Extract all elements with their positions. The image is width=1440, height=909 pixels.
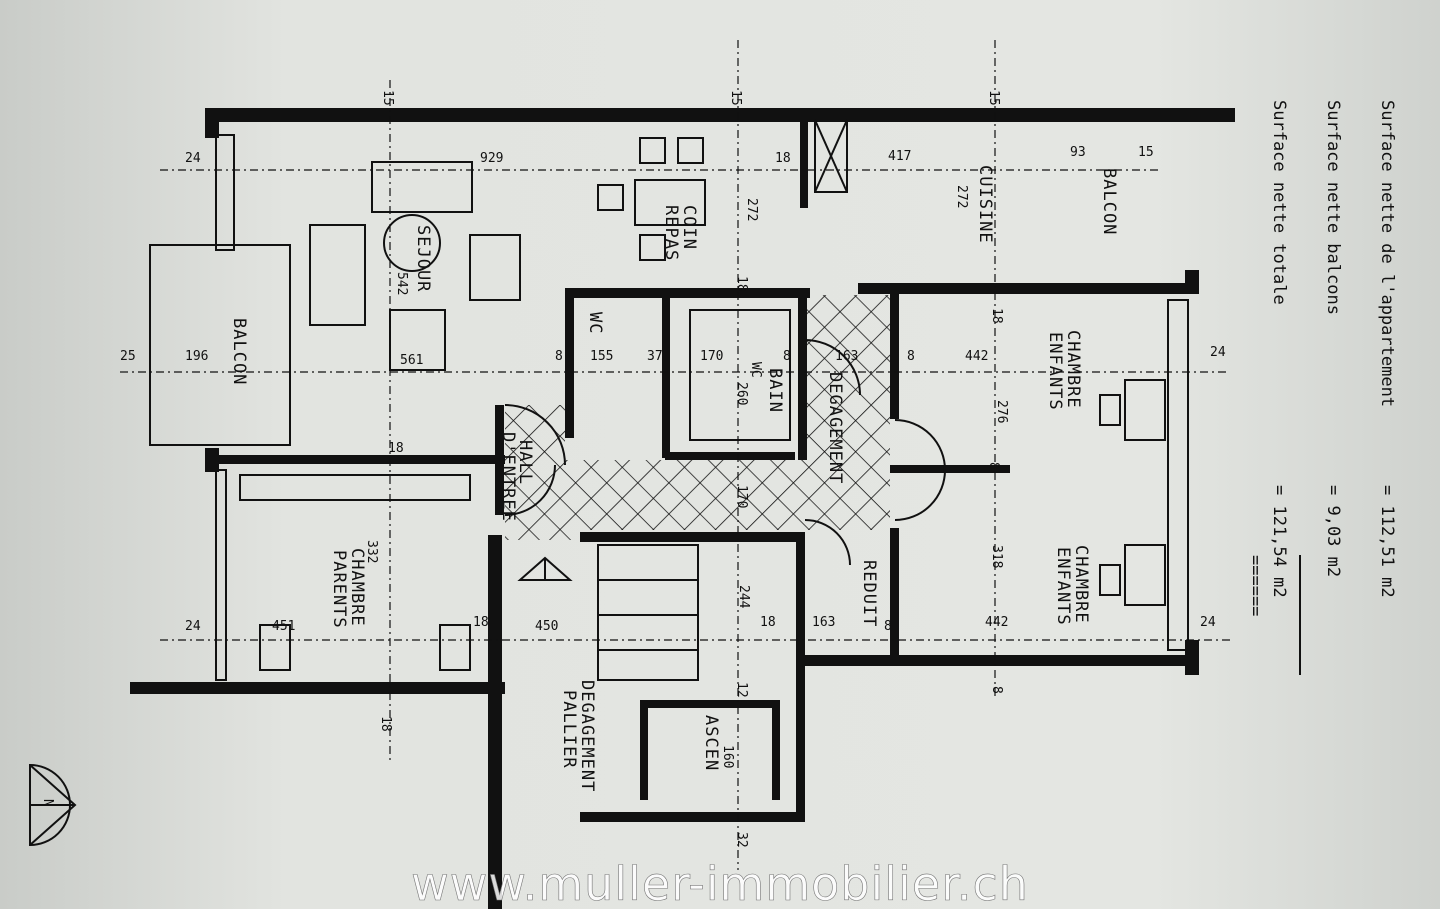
dimension-label: 8 xyxy=(555,349,563,364)
dimension-label: 18 xyxy=(989,308,1004,324)
hatched-floor xyxy=(505,295,890,540)
dimension-label: 417 xyxy=(888,149,911,164)
dimension-label: 163 xyxy=(812,615,835,630)
room-coin-repas-2: REPAS xyxy=(661,205,681,261)
room-wc: WC xyxy=(585,312,605,334)
dimension-label: 163 xyxy=(835,349,858,364)
room-chambre-enfants-2b: ENFANTS xyxy=(1053,547,1073,626)
dimension-label: 451 xyxy=(272,619,295,634)
entrance-arrow-icon xyxy=(517,556,573,581)
room-labels: SEJOUR 542 BALCON CHAMBRE PARENTS HALL D… xyxy=(229,165,1119,792)
dimension-label: 18 xyxy=(775,151,791,166)
dimension-label: 24 xyxy=(185,619,201,634)
dimension-label: 155 xyxy=(590,349,613,364)
dimension-label: 196 xyxy=(185,349,208,364)
summary-line3-value: = 121,54 m2 xyxy=(1269,485,1289,598)
dimension-label: 18 xyxy=(378,716,393,732)
dimension-label: 15 xyxy=(986,90,1001,106)
dimension-label: 18 xyxy=(734,276,749,292)
dimension-label: 8 xyxy=(989,686,1004,694)
dimension-label: 450 xyxy=(535,619,558,634)
dimension-label: 25 xyxy=(120,349,136,364)
dimension-label: 18 xyxy=(388,441,404,456)
summary-line2-label: Surface nette balcons xyxy=(1323,100,1343,315)
room-chambre-enfants-2: CHAMBRE xyxy=(1071,545,1091,624)
room-hall-2: D'ENTREE xyxy=(498,432,518,522)
dimension-label: 272 xyxy=(744,198,759,221)
summary-line3-label: Surface nette totale xyxy=(1269,100,1289,305)
dimension-label: 32 xyxy=(734,832,749,848)
summary-line1-label: Surface nette de l'appartement xyxy=(1377,100,1397,407)
dimension-label: 24 xyxy=(185,151,201,166)
room-sejour: SEJOUR xyxy=(413,225,433,292)
dimension-label: 442 xyxy=(985,615,1008,630)
room-cuisine: CUISINE xyxy=(975,165,995,244)
dimension-label: 12 xyxy=(734,682,749,698)
dimension-label: 15 xyxy=(728,90,743,106)
room-reduit: REDUIT xyxy=(859,560,879,627)
dimension-label: 24 xyxy=(1210,345,1226,360)
dimension-label: 93 xyxy=(1070,145,1086,160)
dimension-label: 318 xyxy=(989,545,1004,568)
dimension-label: 276 xyxy=(994,400,1009,423)
room-coin-repas: COIN xyxy=(679,205,699,250)
room-hall: HALL xyxy=(515,440,535,485)
room-chambre-enfants-1: CHAMBRE xyxy=(1063,330,1083,409)
walls xyxy=(130,108,1235,909)
summary-line1-value: = 112,51 m2 xyxy=(1377,485,1397,598)
dimension-label: 18 xyxy=(473,615,489,630)
room-sejour-area: 542 xyxy=(394,272,409,295)
dimension-label: 170 xyxy=(700,349,723,364)
dimension-label: 15 xyxy=(380,90,395,106)
dimension-label: 37 xyxy=(647,349,663,364)
dimension-label: 15 xyxy=(1138,145,1154,160)
axis-lines xyxy=(120,40,1230,870)
dimension-label: 8 xyxy=(783,349,791,364)
dimension-label: 8 xyxy=(884,619,892,634)
dimension-label: 244 xyxy=(736,585,751,609)
summary-line2-value: = 9,03 m2 xyxy=(1323,485,1343,577)
room-degagement: DEGAGEMENT xyxy=(825,372,845,484)
room-balcon-right: BALCON xyxy=(1099,168,1119,235)
summary-underline: ====== xyxy=(1245,555,1265,616)
room-degagement-pallier-2: PALLIER xyxy=(559,690,579,769)
dimension-label: 442 xyxy=(965,349,988,364)
surface-summary: Surface nette de l'appartement = 112,51 … xyxy=(1245,100,1397,675)
dimension-label: 332 xyxy=(364,540,379,563)
dimension-label: 272 xyxy=(954,185,969,208)
watermark: www.muller-immobilier.ch xyxy=(411,857,1029,909)
dimension-label: 18 xyxy=(760,615,776,630)
dimension-label: 561 xyxy=(400,353,423,368)
room-chambre-parents-2: PARENTS xyxy=(329,550,349,629)
compass-label: N xyxy=(40,799,55,807)
dimension-label: 8 xyxy=(907,349,915,364)
dimension-labels: 15 15 15 24 929 18 417 93 15 272 272 18 18 25 196 561 8 1… xyxy=(120,90,1226,848)
room-ascen: ASCEN xyxy=(701,715,721,771)
room-balcon-left: BALCON xyxy=(229,318,249,385)
north-arrow-icon: N xyxy=(29,763,77,847)
room-bain: BAIN xyxy=(765,368,785,413)
room-chambre-enfants-1b: ENFANTS xyxy=(1045,332,1065,411)
room-degagement-pallier: DEGAGEMENT xyxy=(577,680,597,792)
room-wc2-dim: 260 xyxy=(734,382,749,405)
room-chambre-parents: CHAMBRE xyxy=(347,548,367,627)
dimension-label: 8 xyxy=(986,462,1001,470)
dimension-label: 929 xyxy=(480,151,503,166)
dimension-label: 170 xyxy=(734,485,749,508)
room-wc2: WC xyxy=(748,362,763,378)
room-ascen-dim: 160 xyxy=(720,745,735,768)
dimension-label: 24 xyxy=(1200,615,1216,630)
